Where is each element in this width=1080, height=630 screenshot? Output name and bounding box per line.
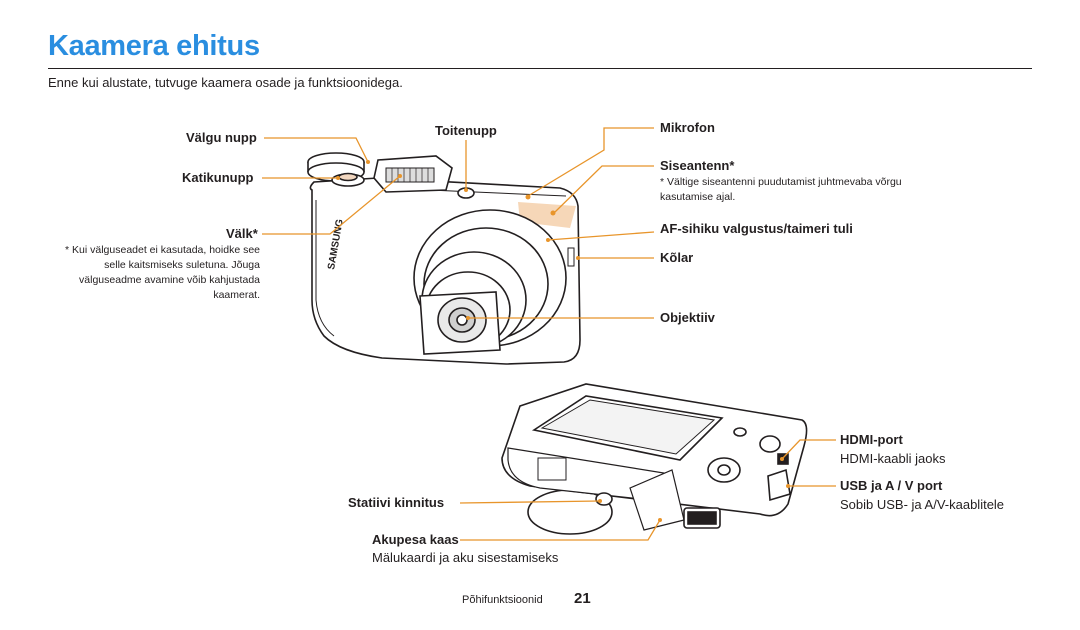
title-divider	[48, 68, 1032, 69]
page-title: Kaamera ehitus	[48, 30, 260, 62]
label-katikunupp: Katikunupp	[182, 170, 254, 185]
label-hdmi: HDMI-port	[840, 432, 903, 447]
label-af-lamp: AF-sihiku valgustus/taimeri tuli	[660, 221, 853, 236]
label-usb-av: USB ja A / V port	[840, 478, 943, 493]
usb-av-desc: Sobib USB- ja A/V-kaablitele	[840, 497, 1005, 512]
label-valk: Välk*	[226, 226, 258, 241]
hdmi-desc: HDMI-kaabli jaoks	[840, 451, 946, 466]
label-kolar: Kõlar	[660, 250, 694, 265]
footer-section: Põhifunktsioonid	[462, 594, 543, 606]
camera-bottom-drawing	[501, 383, 808, 535]
siseantenn-note: * Vältige siseantenni puudutamist juhtme…	[660, 176, 902, 203]
camera-front-drawing	[307, 152, 581, 365]
label-siseantenn: Siseantenn*	[660, 158, 735, 173]
label-akupesa: Akupesa kaas	[372, 532, 459, 547]
valk-note: * Kui välguseadet ei kasutada, hoidke se…	[65, 244, 260, 301]
intro-text: Enne kui alustate, tutvuge kaamera osade…	[48, 75, 403, 90]
label-objektiiv: Objektiiv	[660, 310, 715, 325]
label-valgu-nupp: Välgu nupp	[186, 130, 257, 145]
antenna-marker	[550, 210, 556, 216]
label-mikrofon: Mikrofon	[660, 120, 715, 135]
label-toitenupp: Toitenupp	[435, 123, 497, 138]
akupesa-desc: Mälukaardi ja aku sisestamiseks	[372, 550, 559, 565]
page-number: 21	[574, 590, 591, 607]
callout-lines	[262, 127, 836, 541]
label-statiivi: Statiivi kinnitus	[348, 495, 445, 510]
